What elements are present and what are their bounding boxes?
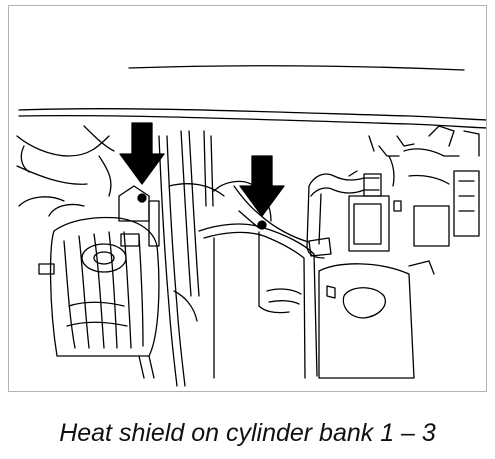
engine-illustration-frame: [8, 5, 487, 392]
arrow-right: [239, 155, 285, 217]
right-hose-structure: [306, 125, 480, 259]
body-panel-lines: [18, 65, 486, 129]
figure-caption: Heat shield on cylinder bank 1 – 3: [59, 419, 436, 447]
engine-illustration: [16, 65, 486, 387]
drive-belt: [137, 130, 225, 387]
heat-shield-bolt-right: [257, 220, 267, 230]
heat-shield-bolt-left: [137, 193, 147, 203]
alternator-assembly: [38, 185, 160, 379]
arrow-left: [119, 122, 165, 185]
coolant-reservoir: [318, 260, 435, 379]
left-hose-structure: [16, 125, 115, 217]
